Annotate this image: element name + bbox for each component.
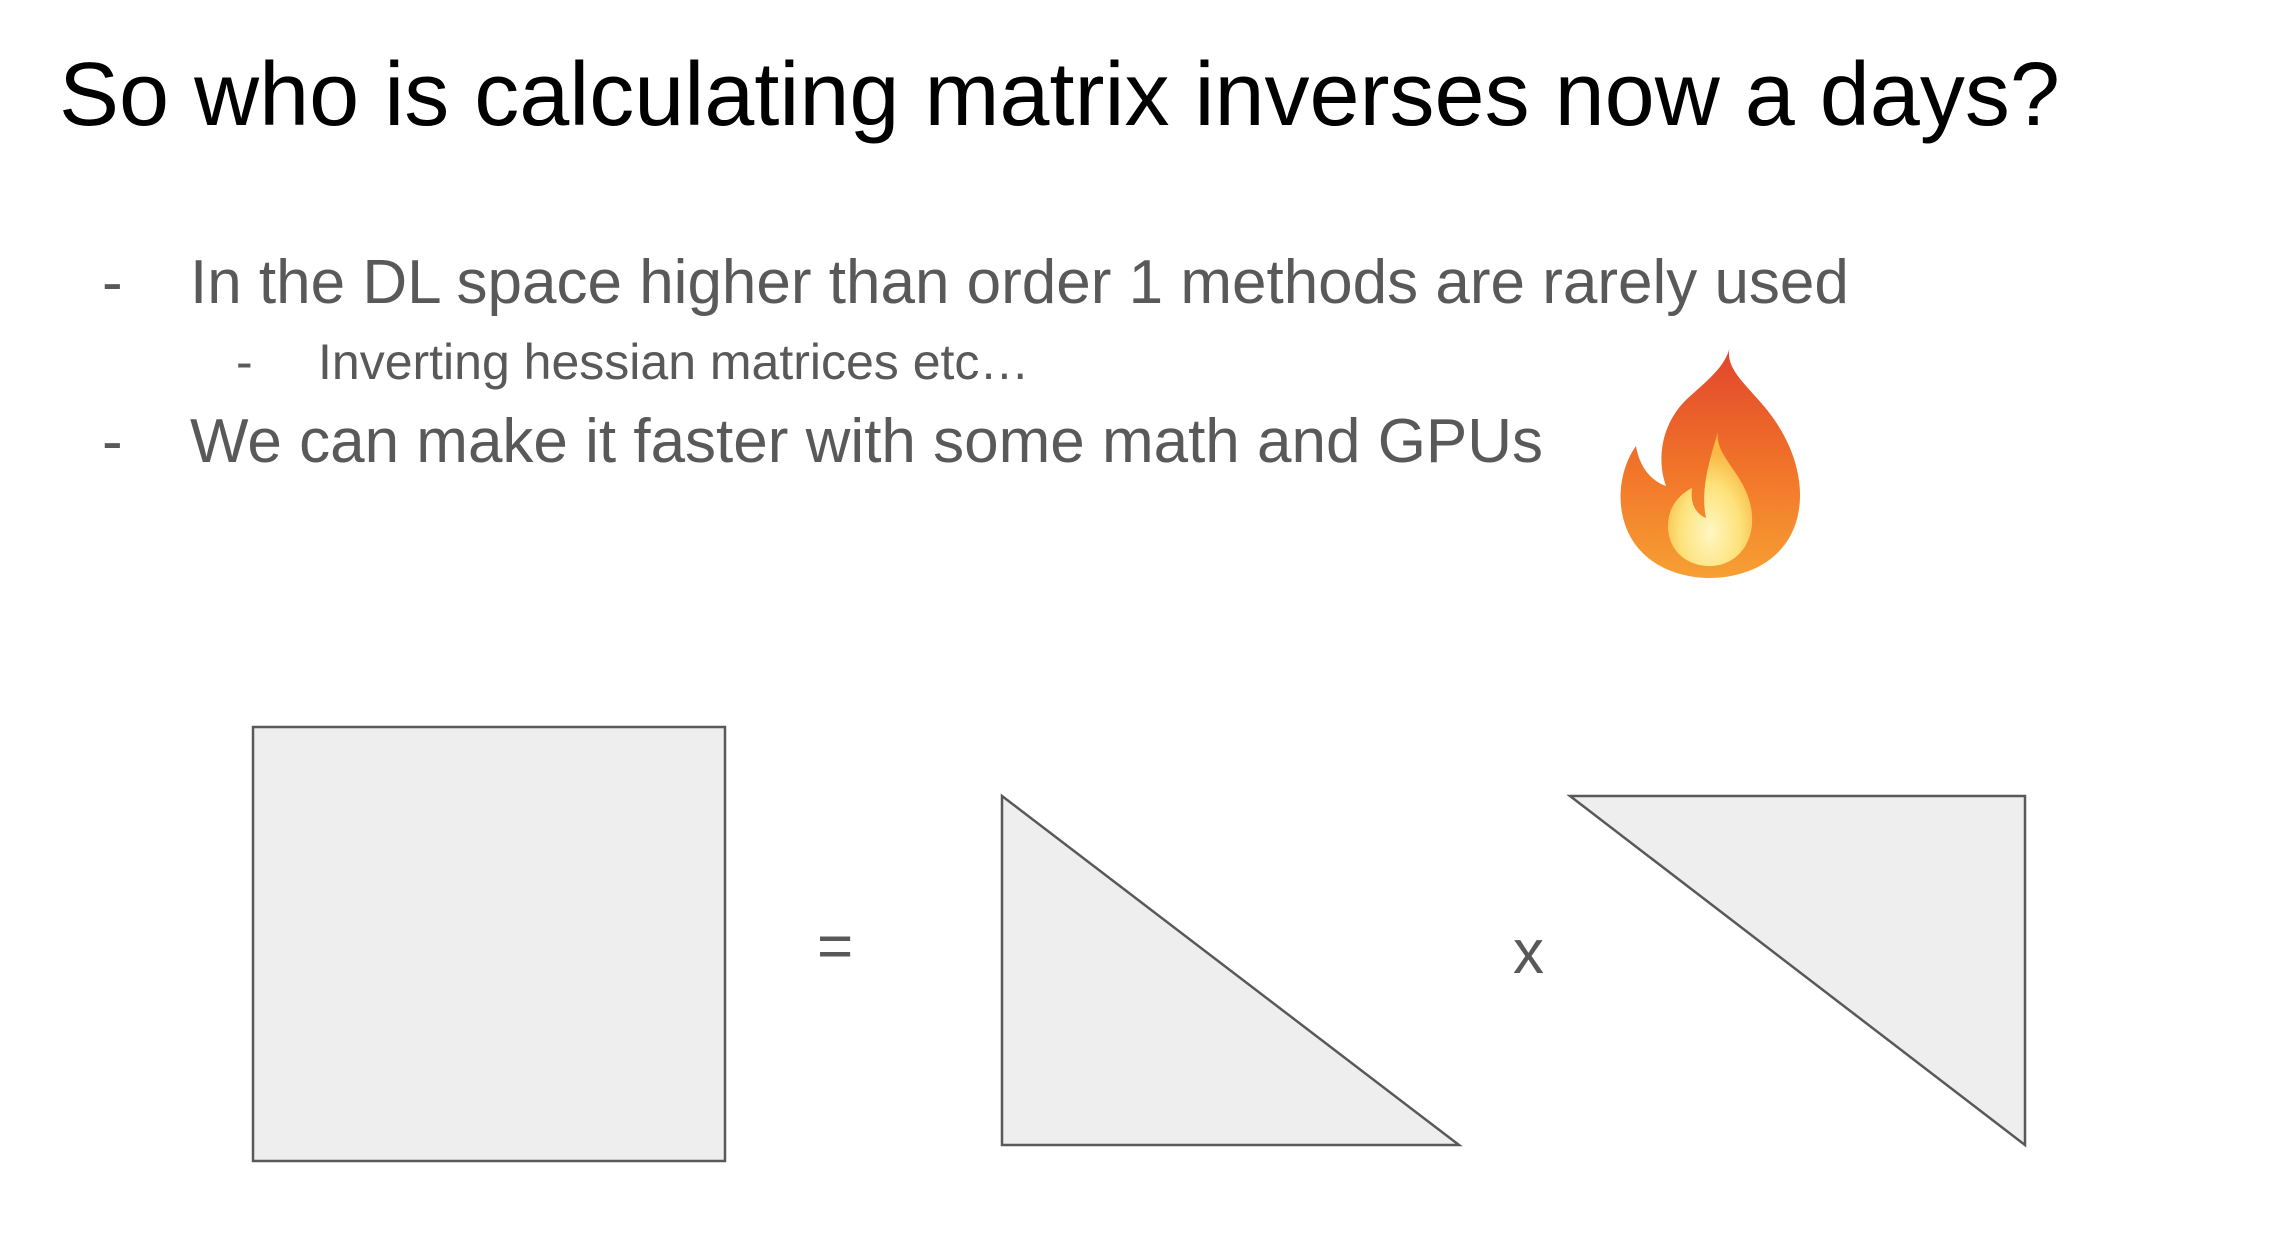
bullet-text: We can make it faster with some math and… — [190, 407, 1544, 476]
bullet-marker: - — [102, 407, 123, 476]
lu-decomposition-diagram — [251, 725, 2027, 1163]
slide-title: So who is calculating matrix inverses no… — [59, 45, 2060, 145]
bullet-item: - We can make it faster with some math a… — [60, 404, 1543, 480]
upper-triangular-matrix-shape — [1566, 794, 2027, 1148]
equals-sign: = — [817, 912, 854, 981]
bullet-item: - In the DL space higher than order 1 me… — [60, 245, 1849, 321]
sub-bullet-marker: - — [236, 334, 253, 390]
sub-bullet-item: - Inverting hessian matrices etc… — [236, 332, 1029, 392]
lower-triangular-matrix-shape — [1000, 793, 1463, 1147]
bullet-text: In the DL space higher than order 1 meth… — [190, 248, 1849, 317]
square-matrix-shape — [251, 725, 727, 1163]
times-sign: x — [1513, 918, 1544, 987]
fire-icon — [1620, 346, 1800, 578]
sub-bullet-text: Inverting hessian matrices etc… — [318, 334, 1030, 390]
bullet-marker: - — [102, 248, 123, 317]
